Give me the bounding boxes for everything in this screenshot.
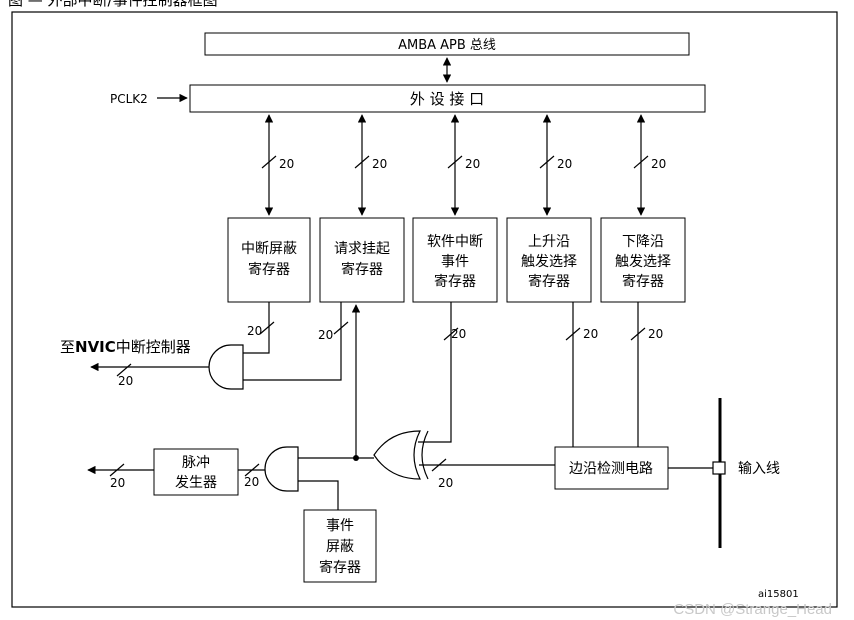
event-and-gate [264, 446, 299, 492]
interrupt-mask-register [227, 217, 311, 303]
pulse-generator [153, 448, 239, 496]
register-boxes [227, 217, 686, 303]
figure-id: ai15801 [758, 589, 799, 600]
rising-trigger-line-2: 触发选择 [521, 254, 577, 270]
pulse-generator-line-2: 发生器 [175, 475, 217, 491]
peripheral-interface-label: 外 设 接 口 [410, 90, 484, 108]
event-mask-register [303, 509, 377, 583]
junction-dot [353, 455, 359, 461]
watermark: CSDN @Strange_Head [673, 601, 832, 618]
bus-width-label: 20 [583, 327, 598, 341]
software-event-line-1: 软件中断 [427, 234, 483, 250]
register-bus-width-labels: 20 20 20 20 20 [279, 157, 666, 171]
input-pin [712, 461, 726, 475]
bus-width-label: 20 [438, 476, 453, 490]
bus-width-label: 20 [247, 324, 262, 338]
or-gate-back-arc [421, 430, 429, 480]
rising-trigger-register [506, 217, 592, 303]
software-interrupt-event-register [412, 217, 498, 303]
amba-apb-bus [204, 32, 690, 56]
bus-width-label: 20 [557, 157, 572, 171]
interrupt-mask-line-2: 寄存器 [248, 261, 290, 278]
bus-width-label: 20 [651, 157, 666, 171]
figure-caption: 图 — 外部中断/事件控制器框图 [8, 0, 218, 9]
edge-detect-label: 边沿检测电路 [569, 461, 653, 477]
edge-detect-circuit [554, 446, 669, 490]
register-labels: 中断屏蔽 寄存器 请求挂起 寄存器 软件中断 事件 寄存器 上升沿 触发选择 寄… [241, 234, 671, 290]
pending-line-2: 寄存器 [341, 261, 383, 278]
pclk2-label: PCLK2 [110, 92, 148, 106]
software-event-line-2: 事件 [441, 254, 469, 270]
diagram-frame [11, 11, 838, 608]
nvic-and-gate [208, 344, 244, 390]
bus-width-label: 20 [465, 157, 480, 171]
bus-width-label: 20 [318, 328, 333, 342]
interrupt-mask-line-1: 中断屏蔽 [241, 241, 297, 257]
falling-trigger-line-2: 触发选择 [615, 254, 671, 270]
falling-trigger-line-1: 下降沿 [622, 234, 664, 250]
register-buses [261, 114, 649, 216]
rising-trigger-line-3: 寄存器 [528, 273, 570, 290]
logic-wiring [87, 302, 720, 510]
event-mask-line-1: 事件 [326, 518, 354, 534]
pulse-generator-line-1: 脉冲 [182, 455, 210, 471]
event-mask-line-2: 屏蔽 [326, 539, 354, 555]
nvic-suffix: 中断控制器 [116, 338, 191, 356]
amba-apb-bus-label: AMBA APB 总线 [398, 38, 496, 53]
bus-width-label: 20 [372, 157, 387, 171]
falling-trigger-register [600, 217, 686, 303]
event-mask-line-3: 寄存器 [319, 559, 361, 576]
nvic-bold: NVIC [75, 338, 116, 356]
bus-width-label: 20 [244, 475, 259, 489]
bus-width-label: 20 [118, 374, 133, 388]
input-line-label: 输入线 [738, 461, 780, 477]
bus-width-label: 20 [648, 327, 663, 341]
falling-trigger-line-3: 寄存器 [622, 273, 664, 290]
peripheral-interface [189, 84, 706, 113]
pending-register [319, 217, 405, 303]
software-event-line-3: 寄存器 [434, 273, 476, 290]
rising-trigger-line-1: 上升沿 [528, 234, 570, 250]
bus-width-label: 20 [110, 476, 125, 490]
nvic-prefix: 至 [60, 338, 75, 356]
bus-width-label: 20 [451, 327, 466, 341]
nvic-label: 至NVIC中断控制器 [60, 338, 191, 356]
wire-width-labels: 20 20 20 20 20 20 20 20 20 [110, 324, 663, 490]
bus-width-label: 20 [279, 157, 294, 171]
or-gate [373, 430, 421, 480]
pending-line-1: 请求挂起 [334, 241, 390, 257]
